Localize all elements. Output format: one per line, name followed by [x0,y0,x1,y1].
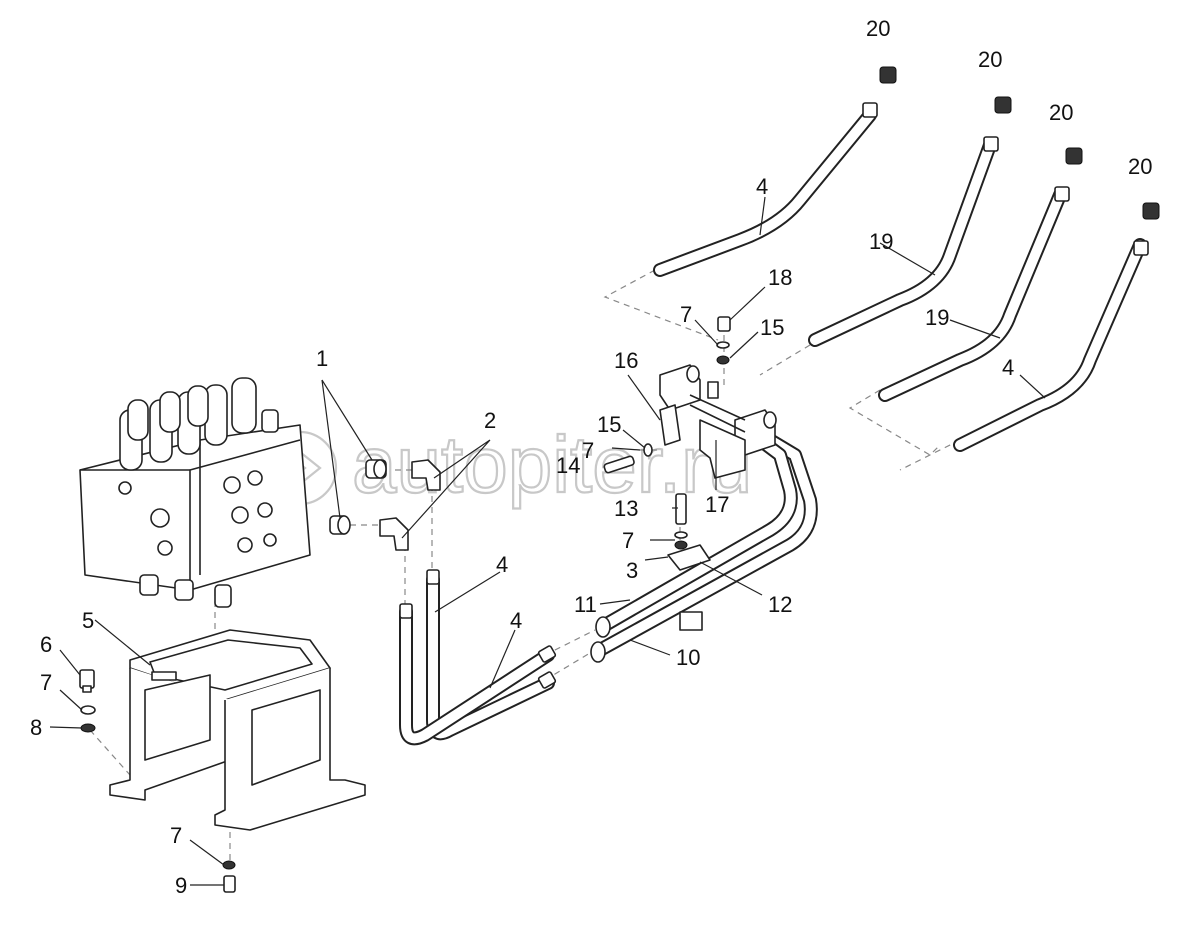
washer-7c [674,531,688,539]
elbow-2a [411,459,441,491]
callout-3: 3 [626,558,638,583]
bolt-14 [603,455,635,474]
callout-15a: 15 [760,315,784,340]
callout-4b: 4 [1002,355,1014,380]
callout-1: 1 [316,346,328,371]
washer-8 [80,723,96,733]
callout-15b: 15 [597,412,621,437]
washer-7e [222,860,236,870]
callout-13: 13 [614,496,638,521]
callout-14: 14 [556,453,580,478]
callout-2: 2 [484,408,496,433]
lower-hoses [399,569,557,746]
pipe-clamp-3 [667,544,711,571]
callout-labels: 1 2 3 4 4 4 4 5 6 7 7 7 7 7 8 9 10 11 12… [30,16,1152,898]
callout-8: 8 [30,715,42,740]
callout-10: 10 [676,645,700,670]
manifold-hardware [603,316,731,550]
callout-7c: 7 [582,438,594,463]
callout-7a: 7 [40,670,52,695]
callout-20d: 20 [1128,154,1152,179]
callout-9: 9 [175,873,187,898]
callout-18: 18 [768,265,792,290]
fittings [329,459,441,551]
callout-4c: 4 [496,552,508,577]
callout-4a: 4 [756,174,768,199]
upper-hoses [653,102,1149,452]
callout-11: 11 [574,592,597,617]
washer-7d [674,540,688,550]
callout-5: 5 [82,608,94,633]
valve-mounting-bracket [109,629,366,831]
elbow-2b [379,517,409,551]
clamp-plate-12 [679,611,703,631]
callout-17: 17 [705,492,729,517]
callout-19a: 19 [869,229,893,254]
manifold-block [659,364,777,479]
washer-7a [80,705,96,715]
callout-7b: 7 [680,302,692,327]
bracket-fasteners [79,669,236,893]
washer-7b [716,341,730,349]
bolt-18 [717,316,731,332]
caps-20 [879,66,1160,220]
callout-20a: 20 [866,16,890,41]
callout-20c: 20 [1049,100,1073,125]
callout-6: 6 [40,632,52,657]
callout-7d: 7 [622,528,634,553]
leader-lines [49,196,1046,886]
washer-15b [643,443,653,457]
callout-7e: 7 [170,823,182,848]
steel-pipes [590,433,818,663]
callout-19b: 19 [925,305,949,330]
callout-4d: 4 [510,608,522,633]
callout-16: 16 [614,348,638,373]
callout-20b: 20 [978,47,1002,72]
callout-12: 12 [768,592,792,617]
control-valve-block [79,377,311,608]
bolt-13 [675,493,687,525]
washer-15a [716,355,730,365]
bolt-9 [223,875,236,893]
